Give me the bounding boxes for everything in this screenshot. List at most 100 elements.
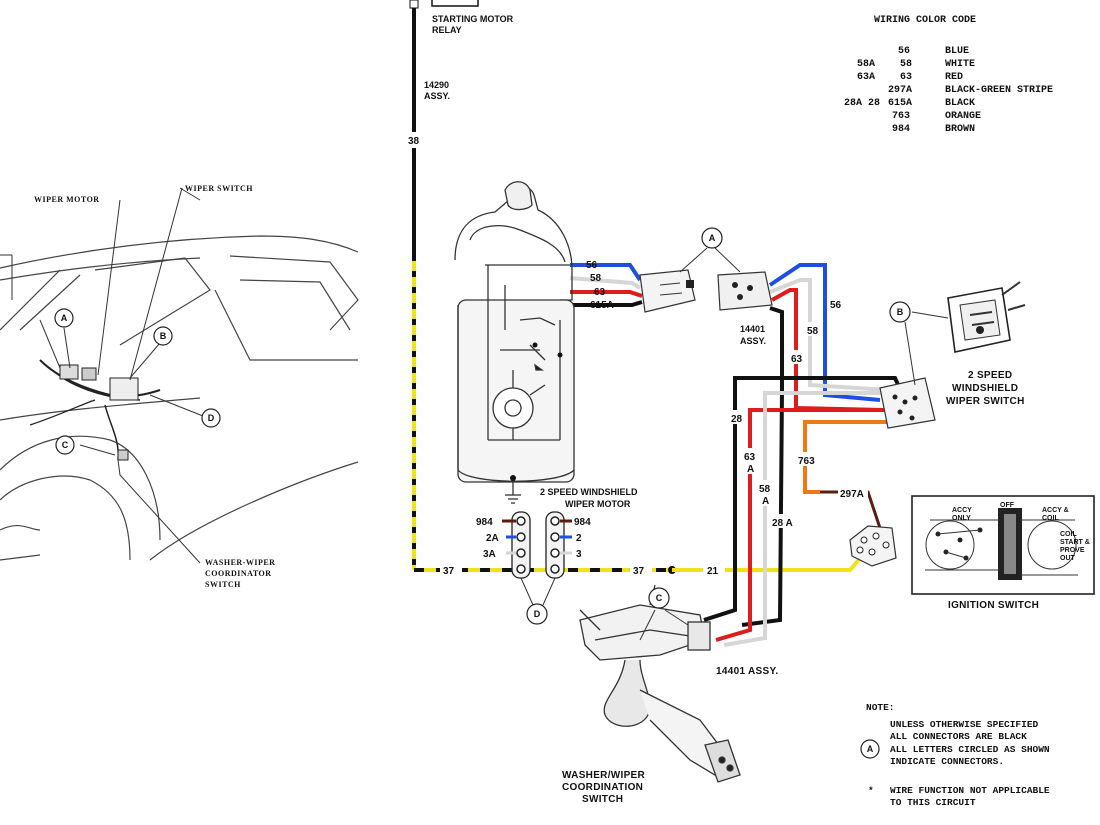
wire-label-28a: 28 A <box>772 518 793 529</box>
note-block: NOTE: UNLESS OTHERWISE SPECIFIED ALL CON… <box>860 702 1050 808</box>
label-2-speed-motor-1: 2 SPEED WINDSHIELD <box>540 487 638 497</box>
cc-row0-color: BLUE <box>945 46 969 57</box>
svg-text:B: B <box>897 307 904 317</box>
wire-label-63a-letter: A <box>747 464 754 475</box>
wiper-switch-connector <box>879 377 936 429</box>
cc-row2-nums: 63 <box>900 72 912 83</box>
wire-label-21: 21 <box>707 566 719 577</box>
starting-motor-relay <box>409 0 479 9</box>
connector-a-right <box>717 271 773 311</box>
label-ign-coil-2: START & <box>1060 539 1090 546</box>
car-connector-c: C <box>55 435 75 455</box>
note-line6: TO THIS CIRCUIT <box>890 797 976 808</box>
label-starting-motor: STARTING MOTOR <box>432 14 514 24</box>
car-connector-d: D <box>201 408 221 428</box>
label-ign-coil-3: PROVE <box>1060 547 1085 554</box>
car-connector-b: B <box>153 326 173 346</box>
cc-row1-alt: 58A <box>857 59 875 70</box>
cc-row6-nums: 984 <box>892 124 910 135</box>
label-14401-a: 14401 <box>740 324 765 334</box>
label-coord-switch-2: COORDINATION <box>562 782 643 793</box>
terminal-label-3: 3 <box>576 549 582 560</box>
label-2-speed-switch-3: WIPER SWITCH <box>946 396 1025 407</box>
label-ign-accy-coil-1: ACCY & <box>1042 507 1069 514</box>
cc-row0-nums: 56 <box>898 46 910 57</box>
harness-illustration <box>29 359 161 461</box>
wire-label-56-top: 56 <box>586 260 598 271</box>
wire-label-58a-letter: A <box>762 496 769 507</box>
label-14290: 14290 <box>424 80 449 90</box>
label-ign-accy-only-1: ACCY <box>952 507 972 514</box>
wiper-switch-body <box>947 281 1026 353</box>
wire-label-37-left: 37 <box>443 566 455 577</box>
cc-row5-color: ORANGE <box>945 111 981 122</box>
cc-row6-color: BROWN <box>945 124 975 135</box>
wire-615a-black-motor <box>570 300 643 307</box>
note-line4: INDICATE CONNECTORS. <box>890 756 1004 767</box>
wire-label-37-right: 37 <box>633 566 645 577</box>
wire-label-58a-num: 58 <box>759 484 771 495</box>
label-ign-accy-coil-2: COIL <box>1042 515 1059 522</box>
label-14401-a-assy: ASSY. <box>740 336 766 346</box>
wire-label-58-top: 58 <box>590 273 602 284</box>
wire-label-63-mid: 63 <box>791 354 803 365</box>
note-line1: UNLESS OTHERWISE SPECIFIED <box>890 719 1039 730</box>
connector-d-callout: D <box>526 603 548 625</box>
svg-text:C: C <box>656 593 663 603</box>
connector-c-callout: C <box>648 587 670 609</box>
wire-label-56-right: 56 <box>830 300 842 311</box>
wire-label-58-mid: 58 <box>807 326 819 337</box>
wire-label-63-top: 63 <box>594 287 606 298</box>
cc-row4-color: BLACK <box>945 98 975 109</box>
label-relay: RELAY <box>432 25 462 35</box>
wire-28a-black <box>741 306 784 627</box>
label-14401-b: 14401 ASSY. <box>716 666 778 677</box>
wire-21-yellow <box>672 554 864 572</box>
label-ign-coil-4: OUT <box>1060 555 1076 562</box>
note-title: NOTE: <box>866 702 895 713</box>
label-ign-coil-1: COIL <box>1060 531 1077 538</box>
label-2-speed-switch-1: 2 SPEED <box>968 370 1012 381</box>
wire-63-red-motor <box>570 290 643 298</box>
ignition-switch-box <box>911 495 1095 595</box>
terminal-label-2a: 2A <box>486 533 499 544</box>
terminal-label-984-left: 984 <box>476 517 493 528</box>
terminal-label-2: 2 <box>576 533 582 544</box>
terminal-label-3a: 3A <box>483 549 496 560</box>
label-washer-wiper-coordinator-1: WASHER-WIPER <box>205 558 275 567</box>
cc-row3-nums: 297A <box>888 85 912 96</box>
svg-text:D: D <box>534 609 541 619</box>
wire-56-blue-motor <box>570 263 642 282</box>
terminal-block-d <box>511 511 565 579</box>
wire-label-763: 763 <box>798 456 815 467</box>
label-wiper-switch: WIPER SWITCH <box>185 184 253 193</box>
terminal-label-984-right: 984 <box>574 517 591 528</box>
label-ign-accy-only-2: ONLY <box>952 515 971 522</box>
label-wiper-motor: WIPER MOTOR <box>34 195 100 204</box>
note-connector-icon <box>860 739 880 759</box>
wire-label-615a: 615A <box>590 300 614 311</box>
cc-row3-color: BLACK-GREEN STRIPE <box>945 85 1053 96</box>
note-star: * <box>868 785 874 796</box>
cc-row2-color: RED <box>945 72 963 83</box>
ignition-connector <box>849 525 897 567</box>
label-ign-off: OFF <box>1000 502 1015 509</box>
svg-text:C: C <box>62 440 69 450</box>
label-coord-switch-3: SWITCH <box>582 794 623 805</box>
cc-row4-nums: 615A <box>888 98 912 109</box>
cc-row1-nums: 58 <box>900 59 912 70</box>
label-14290-assy: ASSY. <box>424 91 450 101</box>
wire-56-blue <box>768 263 881 402</box>
cc-row2-alt: 63A <box>857 72 875 83</box>
svg-text:B: B <box>160 331 167 341</box>
label-washer-wiper-coordinator-3: SWITCH <box>205 580 241 589</box>
car-illustration <box>0 235 359 561</box>
car-callout-lines <box>0 187 204 564</box>
cc-row4-alt: 28A 28 <box>844 98 880 109</box>
svg-text:A: A <box>867 744 874 754</box>
svg-text:D: D <box>208 413 215 423</box>
svg-text:A: A <box>709 233 716 243</box>
connector-b-callout: B <box>889 301 911 323</box>
label-washer-wiper-coordinator-2: COORDINATOR <box>205 569 272 578</box>
